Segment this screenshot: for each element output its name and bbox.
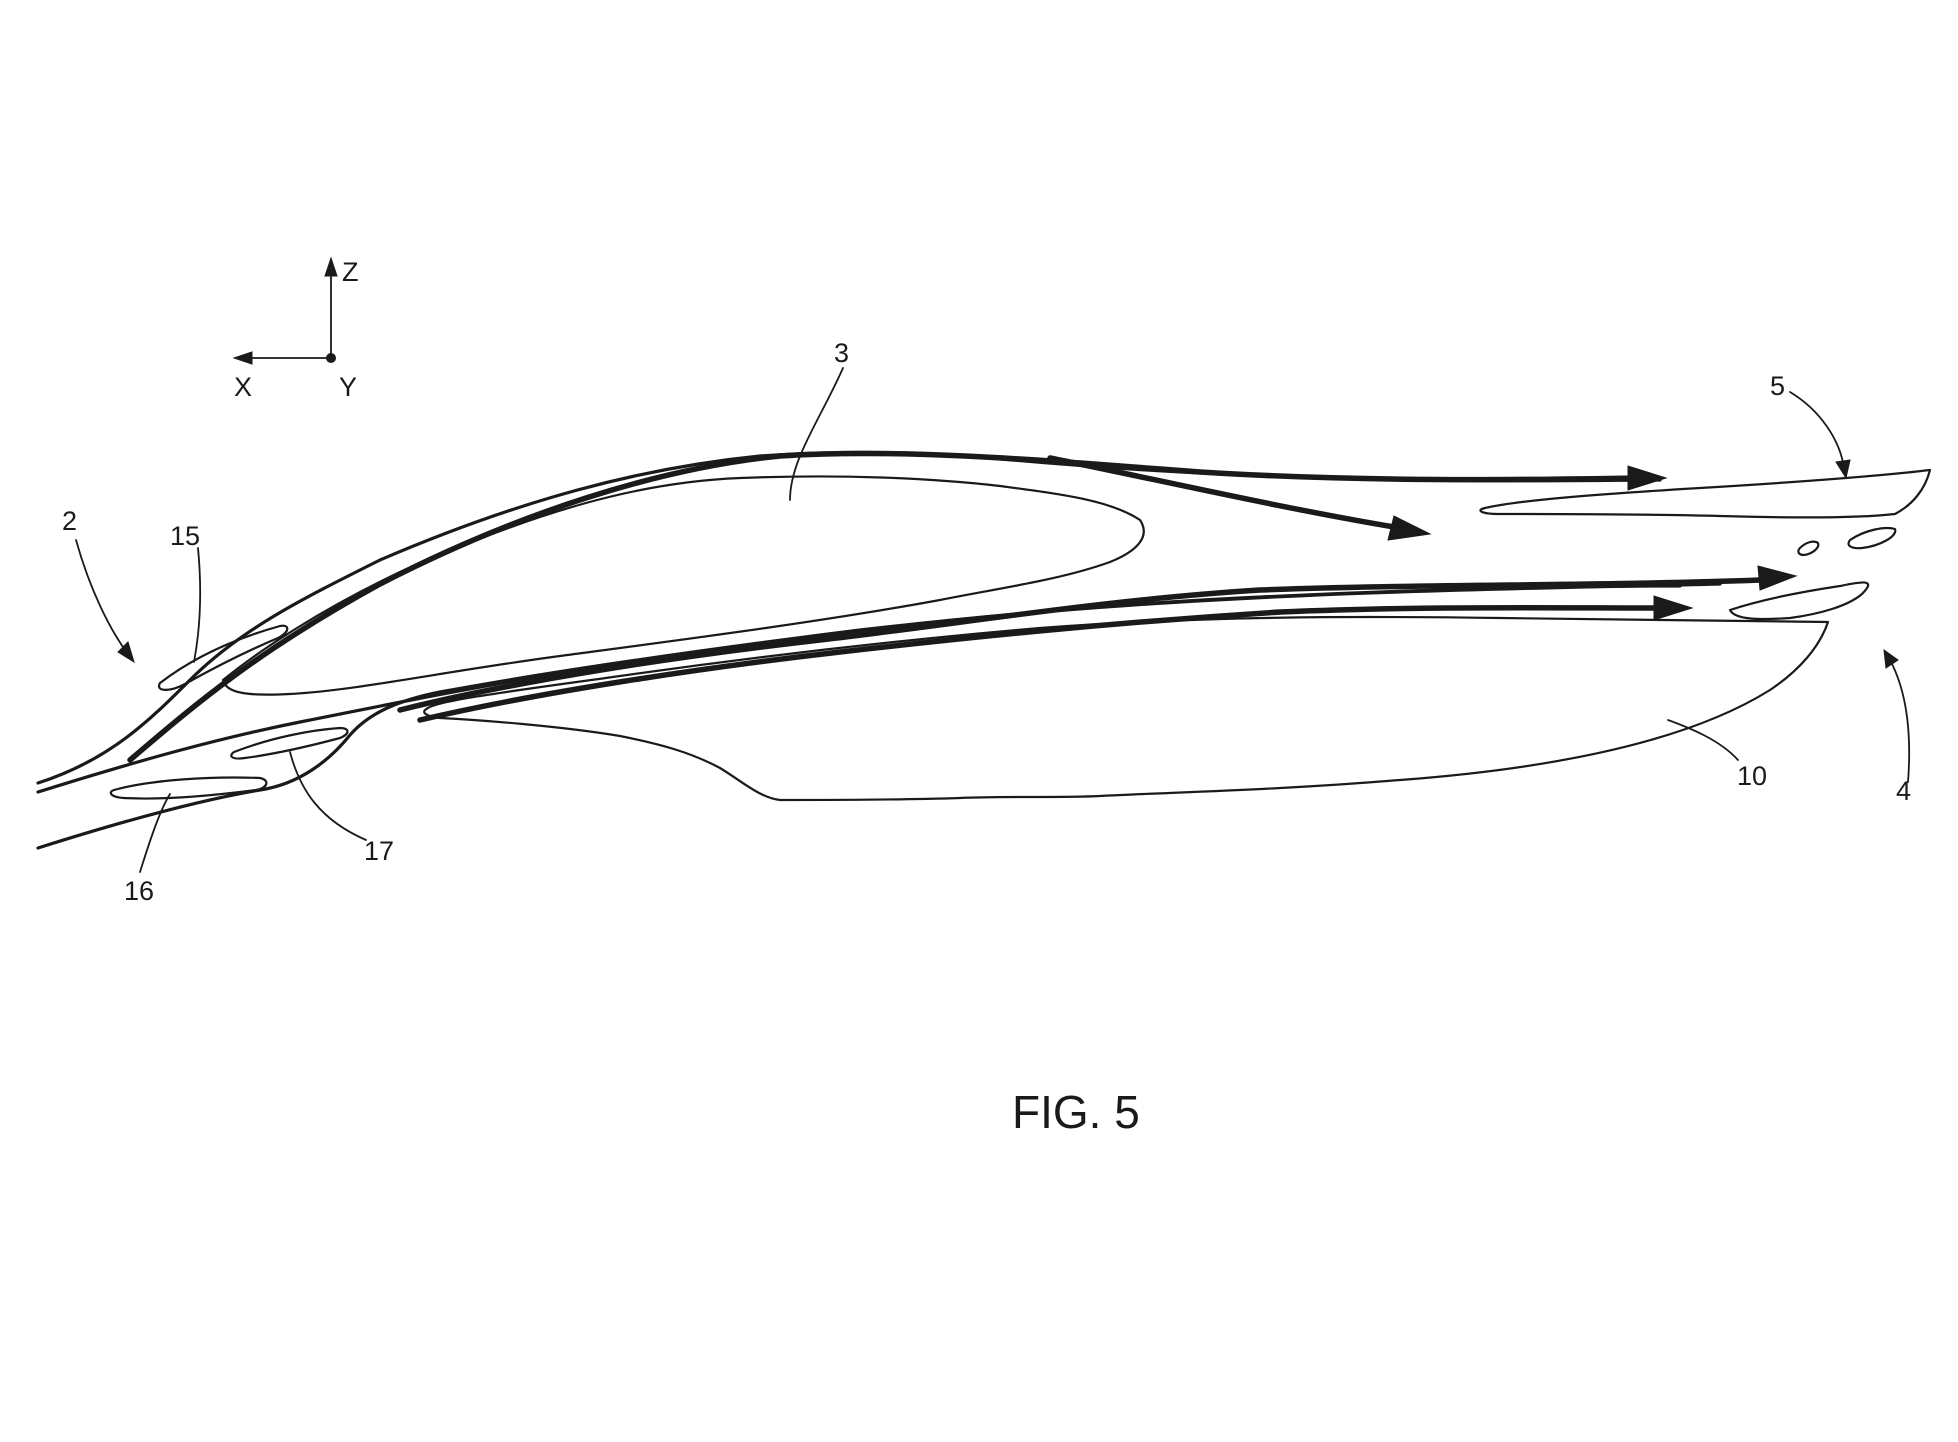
leader-3 (789, 367, 844, 501)
rear-diffuser-element (1728, 581, 1870, 621)
leader-17 (289, 751, 367, 841)
front-element-15 (157, 624, 289, 691)
leader-lines (75, 367, 1911, 873)
x-axis-arrowhead (232, 351, 253, 365)
leader-15 (193, 547, 201, 663)
leader-5-head (1835, 459, 1851, 480)
flow-arrow-roof-down (1047, 455, 1403, 531)
z-axis-arrowhead (324, 256, 338, 277)
ref-label-16: 16 (124, 876, 154, 906)
rear-wing-element-5 (1479, 468, 1932, 519)
y-axis-dot (326, 353, 336, 363)
flow-arrowhead-roof-down (1387, 515, 1432, 541)
flow-arrowhead-middle-upper (1757, 565, 1798, 591)
flow-arrow-upper-rear (127, 450, 1643, 763)
x-axis-label: X (234, 372, 252, 402)
ref-label-10: 10 (1737, 761, 1767, 791)
rear-vent-small (1797, 540, 1820, 557)
leader-2 (75, 539, 129, 655)
flow-arrowhead-upper-rear (1627, 465, 1668, 491)
leader-10 (1667, 719, 1739, 761)
leader-4 (1889, 659, 1911, 783)
flow-arrow-middle-upper (397, 577, 1763, 713)
y-axis-label: Y (339, 372, 357, 402)
ref-label-3: 3 (834, 338, 849, 368)
axis-triad: Z X Y (232, 256, 359, 402)
ref-label-15: 15 (170, 521, 200, 551)
z-axis-label: Z (342, 257, 359, 287)
ref-label-2: 2 (62, 506, 77, 536)
rear-vent-large (1847, 526, 1897, 550)
ref-label-17: 17 (364, 836, 394, 866)
ref-label-5: 5 (1770, 371, 1785, 401)
ref-label-4: 4 (1896, 776, 1911, 806)
leader-2-head (117, 641, 135, 664)
intake-element-16 (109, 776, 268, 800)
leader-4-head (1883, 648, 1899, 669)
leader-16 (139, 793, 171, 873)
airflow-arrows (127, 450, 1798, 763)
figure-caption: FIG. 5 (1012, 1086, 1140, 1138)
intake-element-17 (230, 726, 349, 760)
middle-body-line (36, 582, 1722, 794)
lower-body-element-10 (423, 615, 1830, 802)
leader-5 (1789, 391, 1845, 469)
roof-element (221, 475, 1145, 696)
flow-arrow-middle-lower (417, 604, 1663, 723)
flow-arrowhead-middle-lower (1653, 595, 1694, 621)
